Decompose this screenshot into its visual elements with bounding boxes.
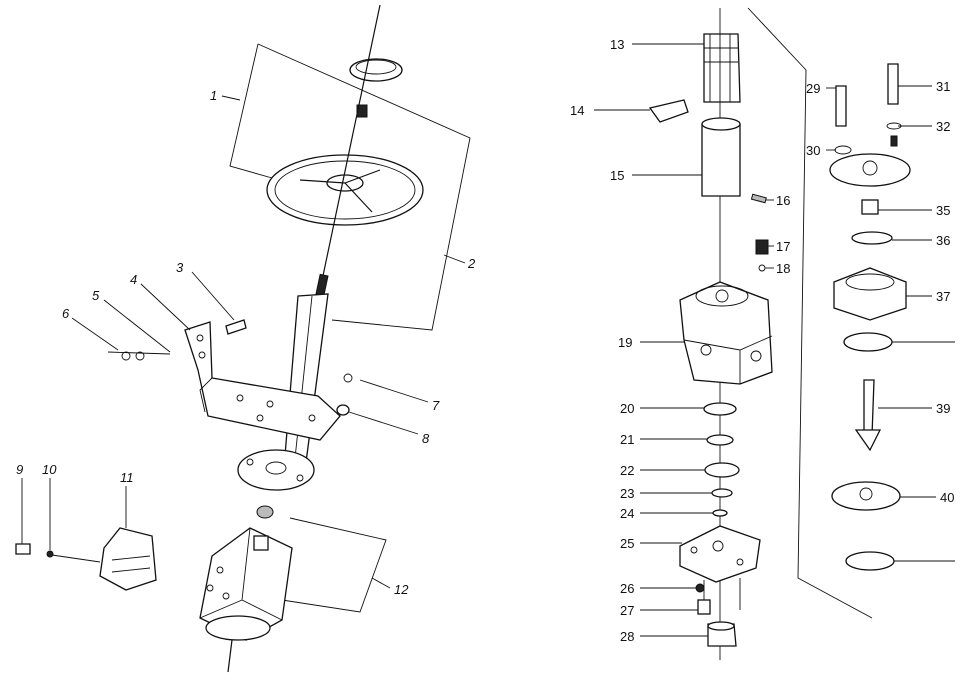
label-20: 20 xyxy=(620,401,634,416)
steering-wheel-assembly xyxy=(15,4,471,673)
gerotor-37 xyxy=(833,267,907,321)
label-1: 1 xyxy=(210,88,217,103)
mounting-bracket xyxy=(184,321,341,441)
label-5: 5 xyxy=(92,288,100,303)
screw-27 xyxy=(697,599,711,615)
callout-frame-2 xyxy=(257,43,471,331)
steering-valve-exploded xyxy=(648,7,911,660)
label-16: 16 xyxy=(776,193,790,208)
label-28: 28 xyxy=(620,629,634,644)
leader-lines-right xyxy=(594,43,955,637)
snap-ring-36 xyxy=(851,231,893,245)
housing-19 xyxy=(679,281,773,385)
horn-cap xyxy=(349,58,403,82)
label-9: 9 xyxy=(16,462,23,477)
label-6: 6 xyxy=(62,306,70,321)
label-12: 12 xyxy=(394,582,409,597)
label-31: 31 xyxy=(936,79,950,94)
bolt-3 xyxy=(225,319,247,335)
spool-13 xyxy=(703,33,741,103)
end-cover-25 xyxy=(679,525,761,583)
ring-20 xyxy=(703,402,737,416)
label-4: 4 xyxy=(130,272,137,287)
pin-14 xyxy=(648,99,689,123)
label-13: 13 xyxy=(610,37,624,52)
label-2: 2 xyxy=(467,256,476,271)
bolt-31 xyxy=(887,63,899,105)
nut-8 xyxy=(336,404,350,416)
label-37: 37 xyxy=(936,289,950,304)
wheel-nut xyxy=(356,104,368,118)
pin-16 xyxy=(750,193,767,204)
ring-22 xyxy=(704,462,740,478)
label-25: 25 xyxy=(620,536,634,551)
label-23: 23 xyxy=(620,486,634,501)
label-3: 3 xyxy=(176,260,184,275)
flange xyxy=(237,449,315,491)
hose-fitting-11 xyxy=(99,527,157,591)
labels-left: 1 2 3 4 5 6 7 8 9 10 11 12 xyxy=(16,88,476,597)
plate-33 xyxy=(829,153,911,187)
nut-35 xyxy=(861,199,879,215)
ring-21 xyxy=(706,434,734,446)
bolt-9 xyxy=(15,543,31,555)
ring-23 xyxy=(711,488,733,498)
label-8: 8 xyxy=(422,431,430,446)
steering-column xyxy=(283,293,329,471)
label-40: 40 xyxy=(940,490,954,505)
ball-18 xyxy=(758,264,766,272)
label-21: 21 xyxy=(620,432,634,447)
washer-30 xyxy=(834,145,852,155)
label-26: 26 xyxy=(620,581,634,596)
labels-right: 13 14 15 16 17 18 19 20 21 22 23 24 25 2… xyxy=(570,37,954,644)
label-30: 30 xyxy=(806,143,820,158)
label-27: 27 xyxy=(620,603,634,618)
label-14: 14 xyxy=(570,103,584,118)
label-35: 35 xyxy=(936,203,950,218)
bolt-29 xyxy=(835,85,847,127)
label-24: 24 xyxy=(620,506,634,521)
o-ring-41 xyxy=(845,551,895,571)
label-18: 18 xyxy=(776,261,790,276)
label-36: 36 xyxy=(936,233,950,248)
drive-shaft-39 xyxy=(863,379,875,437)
label-32: 32 xyxy=(936,119,950,134)
label-7: 7 xyxy=(432,398,440,413)
label-29: 29 xyxy=(806,81,820,96)
washer-7 xyxy=(343,373,353,383)
sleeve-15 xyxy=(701,123,741,197)
label-11: 11 xyxy=(120,470,134,485)
label-15: 15 xyxy=(610,168,624,183)
steering-shaft xyxy=(319,4,381,291)
plug-17 xyxy=(755,239,769,255)
ball-26 xyxy=(695,583,705,593)
plate-40 xyxy=(831,481,901,511)
label-19: 19 xyxy=(618,335,632,350)
label-39: 39 xyxy=(936,401,950,416)
label-10: 10 xyxy=(42,462,57,477)
leader-lines-left xyxy=(21,95,466,589)
label-17: 17 xyxy=(776,239,790,254)
ring-24 xyxy=(712,509,728,517)
o-ring-38 xyxy=(843,332,893,352)
label-22: 22 xyxy=(620,463,634,478)
callout-frame-1 xyxy=(229,43,273,179)
